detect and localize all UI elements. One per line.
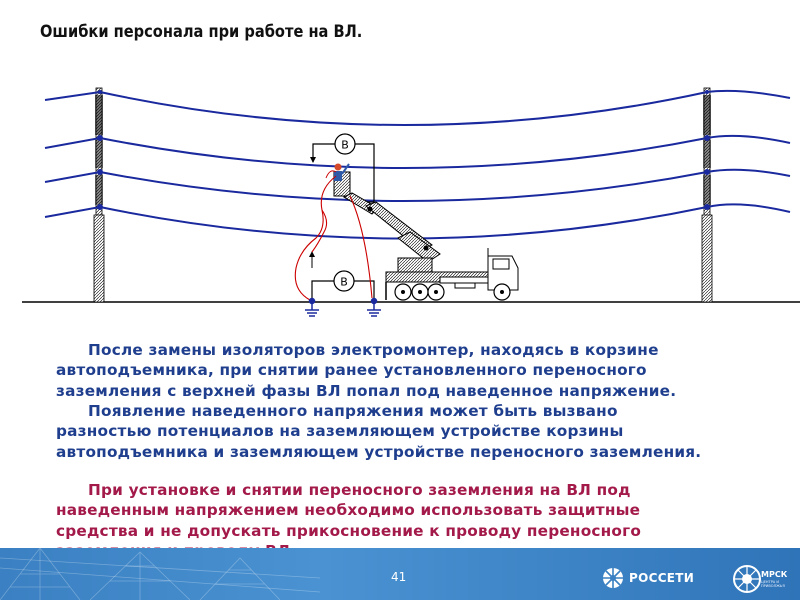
mrsk-emblem-icon — [733, 565, 761, 593]
text-line: средства и не допускать прикосновение к … — [56, 521, 642, 540]
rosseti-emblem-icon — [603, 568, 623, 588]
right-pole — [701, 87, 713, 303]
insulator-marks — [97, 90, 710, 210]
transmission-tower-pattern — [0, 548, 320, 600]
ground-symbol-right — [367, 297, 381, 317]
text-line: Появление наведенного напряжения может б… — [88, 402, 618, 420]
text-line: После замены изоляторов электромонтер, н… — [88, 341, 659, 359]
ground-symbol-left — [305, 297, 319, 317]
wire-phase-middle — [44, 168, 791, 202]
overhead-wires — [44, 89, 791, 240]
mrsk-logo-subtext: ЦЕНТРА И ПРИВОЛЖЬЯ — [761, 580, 785, 588]
text-line: заземления с верхней фазы ВЛ попал под н… — [56, 381, 677, 400]
mrsk-logo: МРСК ЦЕНТРА И ПРИВОЛЖЬЯ — [732, 562, 796, 596]
truck-boom — [342, 192, 441, 263]
mrsk-logo-text: МРСК — [761, 570, 788, 579]
left-pole — [93, 87, 105, 303]
paragraph-cause: Появление наведенного напряжения может б… — [56, 401, 796, 462]
text-line: автоподъемника, при снятии ранее установ… — [56, 361, 647, 380]
text-line: наведенным напряжением необходимо исполь… — [56, 501, 641, 520]
utility-truck — [385, 248, 519, 300]
text-line: автоподъемника и заземляющем устройстве … — [56, 442, 702, 461]
wire-top-ground — [44, 89, 791, 126]
upper-voltmeter-label: В — [341, 139, 349, 152]
text-line: разностью потенциалов на заземляющем уст… — [56, 422, 624, 441]
page-number: 41 — [391, 570, 407, 584]
rosseti-logo: РОССЕТИ — [602, 566, 694, 590]
aerial-basket — [325, 163, 351, 197]
footer-bar — [0, 548, 800, 600]
paragraph-incident: После замены изоляторов электромонтер, н… — [56, 340, 796, 401]
worker-head — [334, 163, 342, 171]
text-line: При установке и снятии переносного зазем… — [88, 481, 631, 499]
lower-voltmeter-label: В — [340, 276, 348, 289]
grounding-cable — [294, 175, 373, 301]
lower-voltmeter-circuit — [311, 270, 375, 300]
rosseti-logo-text: РОССЕТИ — [629, 571, 695, 585]
paragraph-safety-rule: При установке и снятии переносного зазем… — [56, 480, 796, 561]
slide-title: Ошибки персонала при работе на ВЛ. — [40, 22, 363, 42]
overhead-line-diagram: В В — [22, 87, 800, 317]
wire-phase-upper — [44, 134, 791, 169]
